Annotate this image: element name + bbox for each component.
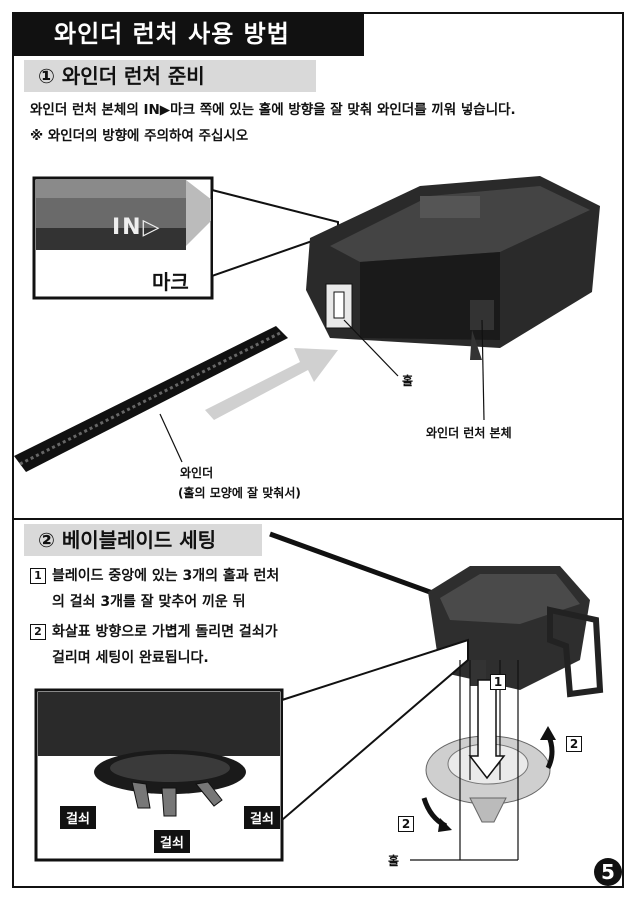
inset-in-mark: IN▷ [112, 215, 162, 240]
latch-label-left: 걸쇠 [60, 806, 96, 829]
hole-label: 홀 [402, 374, 414, 388]
page-title: 와인더 런처 사용 방법 [12, 12, 364, 56]
section1-instruction: 와인더 런처 본체의 IN▶마크 쪽에 있는 홀에 방향을 잘 맞춰 와인더를 … [30, 102, 516, 118]
step2-line2: 걸리며 세팅이 완료됩니다. [52, 650, 209, 666]
inset-latch-box [34, 638, 469, 862]
winder-label: 와인더 [180, 466, 214, 480]
step-marker-2-right: 2 [566, 736, 582, 752]
launcher-body-label: 와인더 런처 본체 [426, 426, 512, 440]
inset-mark-box [32, 176, 339, 300]
winder-sublabel: (홀의 모양에 잘 맞춰서) [178, 486, 301, 500]
step-marker-1: 1 [490, 674, 506, 690]
inset-mark-label: 마크 [152, 270, 189, 294]
section1-heading: ① 와인더 런처 준비 [24, 60, 316, 92]
down-arrow [468, 679, 506, 780]
latch-label-center: 걸쇠 [154, 830, 190, 853]
step2-text1: 화살표 방향으로 가볍게 돌리면 걸쇠가 [52, 624, 278, 640]
latch-label-right: 걸쇠 [244, 806, 280, 829]
step1-text1: 블레이드 중앙에 있는 3개의 홀과 런처 [52, 568, 280, 584]
winder-rack-illustration [14, 326, 288, 472]
section1-note: ※ 와인더의 방향에 주의하여 주십시오 [30, 128, 249, 144]
blade-hole-label: 홀 [388, 854, 400, 868]
step1-line2: 의 걸쇠 3개를 잘 맞추어 끼운 뒤 [52, 594, 246, 610]
step-marker-2-left: 2 [398, 816, 414, 832]
launcher-body-illustration [306, 176, 600, 360]
page-number: 5 [594, 858, 622, 886]
section2-heading: ② 베이블레이드 세팅 [24, 524, 262, 556]
step2-number: 2 [30, 624, 46, 640]
step1-line1: 1 블레이드 중앙에 있는 3개의 홀과 런처 [30, 566, 279, 586]
insert-arrow [205, 348, 338, 420]
section-divider [12, 518, 624, 520]
step1-number: 1 [30, 568, 46, 584]
step2-line1: 2 화살표 방향으로 가볍게 돌리면 걸쇠가 [30, 622, 278, 642]
